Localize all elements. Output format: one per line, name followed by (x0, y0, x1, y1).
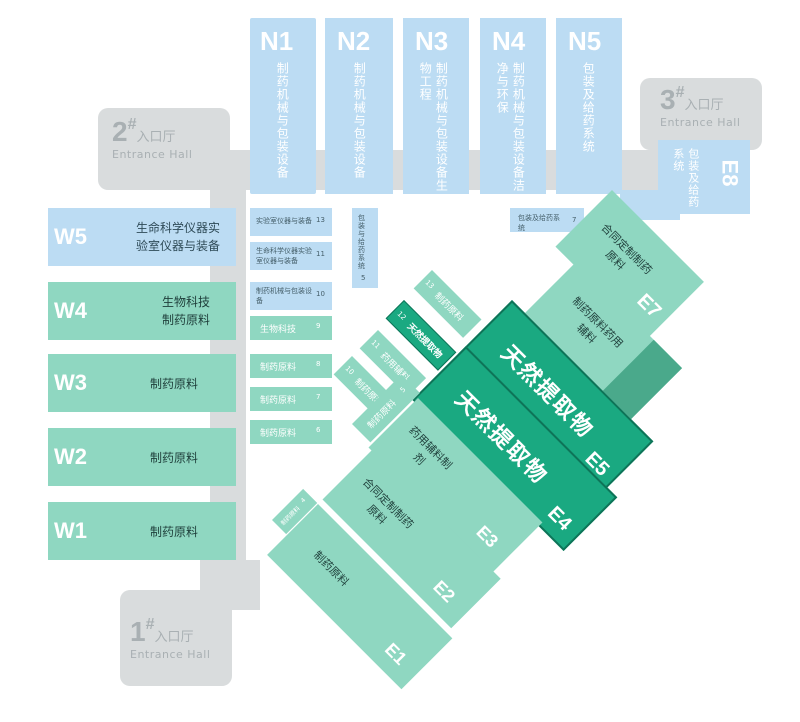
hall-d12-name: 天然提取物 (404, 321, 444, 361)
hall-n1[interactable]: N1 制药机械与包装设备 (250, 18, 316, 194)
hall-e1-code: E1 (380, 639, 411, 669)
hall-n4-name: 制药机械与包装设备洁净与环保 (495, 62, 526, 192)
hall-d10-code: 10 (343, 364, 356, 377)
hall-m11-name: 生命科学仪器实验室仪器与装备 (256, 247, 312, 265)
entrance-1-cn: 入口厅 (154, 630, 194, 645)
entrance-3-label[interactable]: 3#入口厅 Entrance Hall (660, 84, 760, 129)
entrance-3-number: 3 (660, 84, 676, 115)
hall-m5-code: 5 (398, 385, 408, 395)
hall-d11-code: 11 (369, 338, 382, 351)
hall-e2-code: E2 (429, 576, 459, 607)
hall-m11-code: 11 (316, 250, 325, 258)
hall-m7-code: 7 (316, 393, 321, 401)
hall-e7-code: E7 (632, 289, 666, 323)
hall-m11[interactable]: 生命科学仪器实验室仪器与装备 11 (250, 242, 332, 270)
hall-w5[interactable]: W5 生命科学仪器实验室仪器与装备 (48, 208, 236, 266)
hall-n-mid[interactable]: 包装与给药系统 5 (352, 208, 378, 288)
hall-m10-code: 10 (316, 290, 325, 298)
hall-e3-code: E3 (472, 521, 503, 552)
hall-w5-name: 生命科学仪器实验室仪器与装备 (135, 221, 220, 253)
hall-n-small[interactable]: 包装及给药系统 7 (510, 208, 584, 232)
entrance-3-en: Entrance Hall (660, 116, 741, 129)
hall-n3[interactable]: N3 制药机械与包装设备生物工程 (403, 18, 469, 194)
hall-m6[interactable]: 制药原料 6 (250, 420, 332, 444)
hall-m13[interactable]: 实验室仪器与装备 13 (250, 208, 332, 236)
hall-n3-name: 制药机械与包装设备生物工程 (418, 62, 449, 192)
hall-d11-name: 药用辅料 (378, 351, 411, 384)
hall-w1-name: 制药原料 (149, 524, 198, 539)
hall-n5-name: 包装及给药系统 (581, 62, 596, 153)
hall-m9-code: 9 (316, 322, 321, 330)
hall-w3[interactable]: W3 制药原料 (48, 354, 236, 412)
hall-w1-code: W1 (54, 518, 87, 543)
south-link (200, 560, 260, 610)
hall-w4[interactable]: W4 生物科技制药原料 (48, 282, 236, 340)
hall-m13-code: 13 (316, 216, 325, 224)
entrance-2-en: Entrance Hall (112, 148, 193, 161)
hall-n3-code: N3 (415, 26, 449, 56)
hall-n4-code: N4 (492, 26, 526, 56)
hall-w2[interactable]: W2 制药原料 (48, 428, 236, 486)
hall-n-small-name: 包装及给药系统 (518, 214, 560, 232)
hall-d12-code: 12 (395, 309, 408, 322)
hall-w4-name: 生物科技制药原料 (161, 295, 210, 327)
entrance-3-hash: # (675, 84, 685, 101)
hall-w1[interactable]: W1 制药原料 (48, 502, 236, 560)
hall-m8-code: 8 (316, 360, 321, 368)
hall-n5[interactable]: N5 包装及给药系统 (556, 18, 622, 194)
entrance-3-cn: 入口厅 (684, 98, 724, 113)
hall-w3-code: W3 (54, 370, 87, 395)
hall-m9[interactable]: 生物科技 9 (250, 316, 332, 340)
entrance-2-number: 2 (112, 116, 128, 147)
hall-w2-name: 制药原料 (149, 450, 198, 465)
hall-n4[interactable]: N4 制药机械与包装设备洁净与环保 (480, 18, 546, 194)
hall-w4-code: W4 (54, 298, 87, 323)
entrance-1-en: Entrance Hall (130, 648, 211, 661)
entrance-1-hash: # (145, 616, 155, 633)
hall-e4-code: E4 (543, 502, 576, 536)
entrance-3-block (640, 78, 762, 150)
hall-m6-name: 制药原料 (260, 429, 297, 439)
entrance-2-block (98, 108, 230, 190)
hall-n2-code: N2 (337, 26, 371, 56)
hall-m8-name: 制药原料 (260, 363, 297, 373)
hall-m13-name: 实验室仪器与装备 (256, 217, 312, 225)
hall-n-mid-name: 包装与给药系统 (357, 214, 366, 270)
hall-n-small-code: 7 (572, 216, 577, 224)
hall-e8-name: 包装及给药系统 (671, 148, 700, 208)
hall-m8[interactable]: 制药原料 8 (250, 354, 332, 378)
entrance-1-label[interactable]: 1#入口厅 Entrance Hall (130, 616, 230, 661)
hall-n2-name: 制药机械与包装设备 (352, 62, 367, 179)
hall-n1-code: N1 (260, 26, 294, 56)
hall-m9-name: 生物科技 (260, 325, 297, 335)
hall-m10[interactable]: 制药机械与包装设备 10 (250, 282, 332, 310)
hall-e1-name: 制药原料 (310, 548, 352, 589)
hall-m10-name: 制药机械与包装设备 (256, 287, 312, 305)
hall-w2-code: W2 (54, 444, 87, 469)
hall-e8-code: E8 (717, 159, 743, 187)
hall-m7[interactable]: 制药原料 7 (250, 387, 332, 411)
hall-m6-code: 6 (316, 426, 321, 434)
hall-d13-code: 13 (423, 278, 436, 291)
hall-n5-code: N5 (568, 26, 602, 56)
entrance-2-cn: 入口厅 (136, 130, 176, 145)
hall-n2[interactable]: N2 制药机械与包装设备 (325, 18, 393, 194)
entrance-2-hash: # (127, 116, 137, 133)
hall-w5-code: W5 (54, 224, 87, 249)
hall-n1-name: 制药机械与包装设备 (275, 62, 290, 179)
entrance-2-label[interactable]: 2#入口厅 Entrance Hall (112, 116, 222, 161)
hall-n-mid-code: 5 (361, 274, 366, 282)
hall-m4-code: 4 (299, 496, 308, 505)
hall-m7-name: 制药原料 (260, 396, 297, 406)
hall-w3-name: 制药原料 (149, 376, 198, 391)
hall-d13-name: 制药原料 (432, 291, 465, 324)
entrance-1-number: 1 (130, 616, 146, 647)
